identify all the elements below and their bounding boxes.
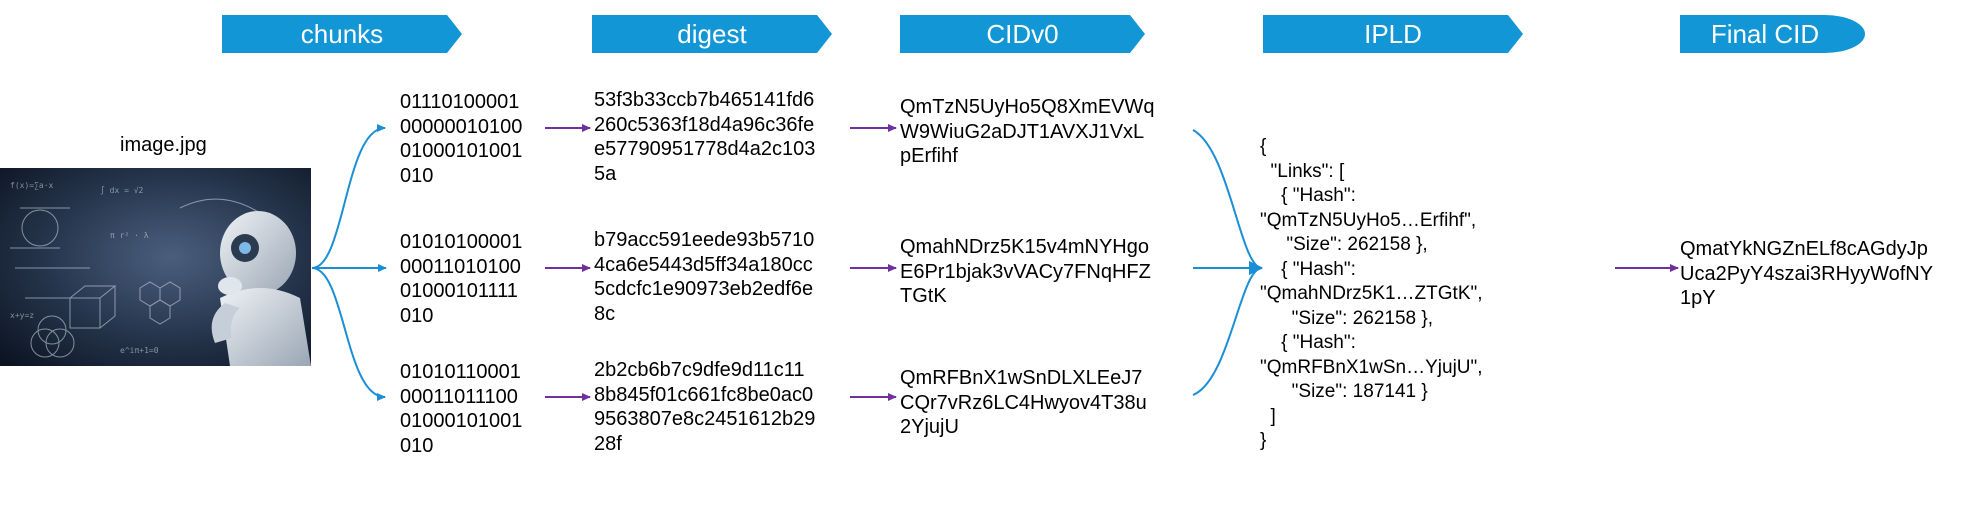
flow-image-to-chunk-3 [311,267,386,401]
header-digest-label: digest [677,19,747,49]
flow-cid-to-ipld-1 [1192,129,1263,275]
header-cidv0-label: CIDv0 [986,19,1059,49]
header-chunks: chunks [222,15,462,53]
header-ipld-arrow-shape [1263,15,1523,53]
svg-text:x+y=z: x+y=z [10,311,34,320]
header-final-cid-label: Final CID [1710,19,1820,49]
file-name: image.jpg [120,134,207,156]
chunk-3: 01010110001 00011011100 01000101001 010 [400,361,523,457]
source-image-robot-thumbnail: f(x)=∑a·x ∫ dx = √2 π r² · λ x+y=z e^iπ+… [0,168,311,366]
digest-1: 53f3b33ccb7b465141fd6 260c5363f18d4a96c3… [594,89,816,185]
header-final-cid: Final CID [1680,15,1865,53]
ipld-node-json: { "Links": [ { "Hash": "QmTzN5UyHo5…Erfi… [1260,136,1483,451]
header-final-cid-shape [1680,15,1865,53]
header-cidv0-arrow-shape [900,15,1145,53]
chunk-2: 01010100001 00011010100 01000101111 010 [400,231,523,327]
digest-2: b79acc591eede93b5710 4ca6e5443d5ff34a180… [594,229,815,325]
header-chunks-arrow-shape [222,15,462,53]
svg-text:π r² · λ: π r² · λ [110,231,149,240]
header-digest: digest [592,15,832,53]
header-cidv0: CIDv0 [900,15,1145,53]
svg-text:e^iπ+1=0: e^iπ+1=0 [120,346,159,355]
svg-text:∫ dx = √2: ∫ dx = √2 [100,186,144,195]
cid-2: QmahNDrz5K15v4mNYHgo E6Pr1bjak3vVACy7FNq… [900,236,1151,307]
chunk-1: 01110100001 00000010100 01000101001 010 [400,91,523,187]
svg-text:f(x)=∑a·x: f(x)=∑a·x [10,181,54,190]
header-ipld: IPLD [1263,15,1523,53]
digest-3: 2b2cb6b7c9dfe9d11c11 8b845f01c661fc8be0a… [594,359,816,455]
cid-1: QmTzN5UyHo5Q8XmEVWq W9WiuG2aDJT1AVXJ1VxL… [900,96,1155,167]
flow-image-to-chunk-1 [311,124,386,269]
cid-3: QmRFBnX1wSnDLXLEeJ7 CQr7vRz6LC4Hwyov4T38… [900,367,1147,438]
header-digest-arrow-shape [592,15,832,53]
header-ipld-label: IPLD [1364,19,1422,49]
header-chunks-label: chunks [300,19,384,49]
final-cid-value: QmatYkNGZnELf8cAGdyJp Uca2PyY4szai3RHyyW… [1680,238,1934,309]
flow-cid-to-ipld-3 [1192,261,1263,396]
